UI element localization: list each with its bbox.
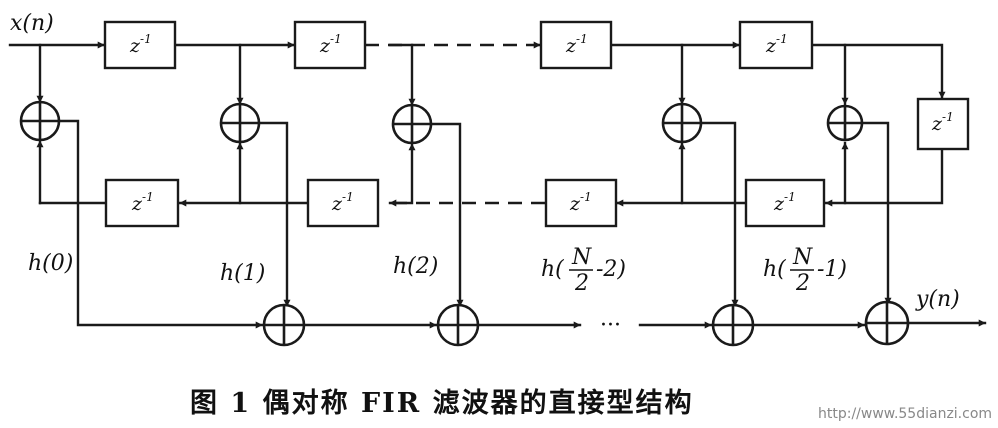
delay-block-1: z-1 (103, 20, 177, 70)
input-label: x(n) (10, 11, 54, 36)
output-adder-3 (711, 303, 755, 347)
coef-label-h2: h(2) (393, 254, 438, 279)
output-adder-4 (864, 300, 910, 346)
svg-text:h(: h( (541, 257, 564, 282)
coef-label-h0: h(0) (28, 251, 73, 276)
coef-branch-wires (58, 119, 892, 329)
svg-text:z-1: z-1 (565, 32, 588, 57)
delay-block-9: z-1 (104, 178, 180, 228)
delay-block-center: z-1 (916, 97, 970, 151)
svg-text:z-1: z-1 (773, 190, 796, 215)
svg-text:z-1: z-1 (131, 190, 154, 215)
svg-text:N: N (571, 245, 592, 270)
coef-label-hN2m2: h( N 2 -2) (541, 245, 626, 296)
delay-block-3: z-1 (539, 20, 613, 70)
svg-text:N: N (792, 245, 813, 270)
figure-caption: 图 1 偶对称 FIR 滤波器的直接型结构 (190, 387, 694, 419)
pre-adder-2 (391, 103, 433, 145)
svg-text:z-1: z-1 (931, 110, 954, 135)
tap-wires (36, 43, 849, 205)
delay-block-4: z-1 (738, 20, 814, 70)
pre-adder-1 (219, 102, 261, 144)
output-adder-1 (262, 303, 306, 347)
watermark: http://www.55dianzi.com (818, 406, 992, 422)
pre-adder-0 (19, 100, 61, 142)
svg-text:2: 2 (574, 271, 589, 296)
svg-text:z-1: z-1 (129, 32, 152, 57)
coef-label-h1: h(1) (220, 261, 265, 286)
svg-text:2: 2 (795, 271, 810, 296)
coef-label-hN2m1: h( N 2 -1) (763, 245, 847, 296)
pre-adder-4 (826, 104, 864, 142)
svg-text:z-1: z-1 (319, 32, 342, 57)
pre-adder-3 (661, 102, 703, 144)
output-label: y(n) (915, 287, 960, 312)
right-turn-wires (824, 148, 944, 207)
svg-text:-2): -2) (596, 257, 626, 282)
ellipsis: ··· (600, 313, 621, 338)
svg-text:h(: h( (763, 257, 786, 282)
svg-text:z-1: z-1 (331, 190, 354, 215)
svg-text:-1): -1) (817, 257, 847, 282)
output-chain-wires (304, 319, 987, 329)
svg-text:z-1: z-1 (765, 32, 788, 57)
output-adder-2 (436, 303, 480, 347)
delay-block-2: z-1 (293, 20, 367, 70)
svg-text:z-1: z-1 (569, 190, 592, 215)
delay-block-6: z-1 (744, 178, 826, 228)
delay-block-8: z-1 (306, 178, 380, 228)
delay-block-7: z-1 (544, 178, 618, 228)
